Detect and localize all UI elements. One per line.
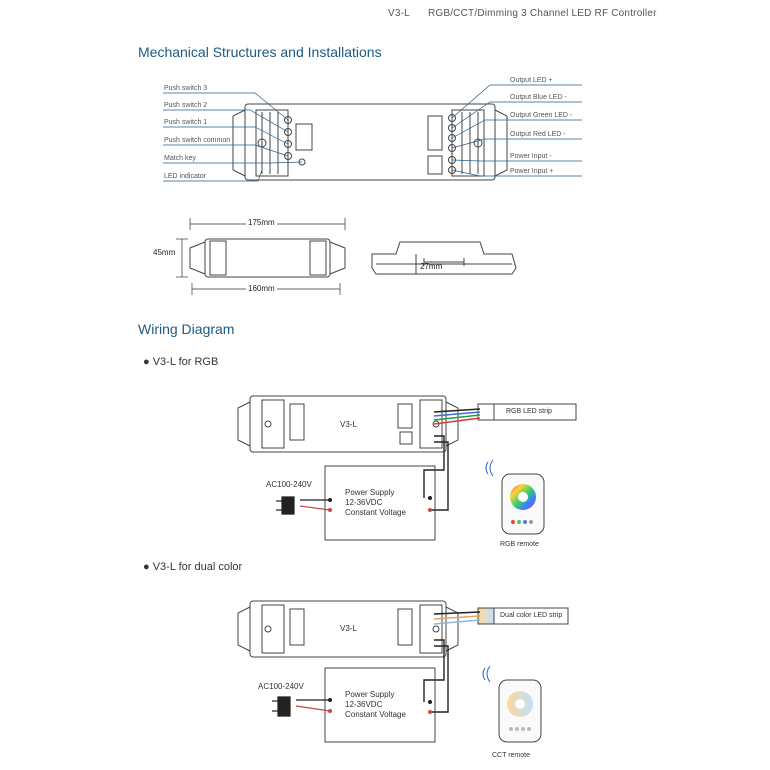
label-power-input-minus: Power Input - — [510, 153, 552, 160]
leader-lines-right — [451, 84, 582, 177]
dual-psu-text: Power Supply 12-36VDC Constant Voltage — [345, 690, 406, 719]
wiring-rgb-controller — [237, 395, 459, 453]
dual-device-label: V3-L — [340, 624, 357, 633]
dim-160: 160mm — [246, 284, 277, 293]
wiring-dual-strip — [477, 607, 569, 625]
wiring-dual-controller — [237, 600, 459, 658]
bullet-rgb: ● V3-L for RGB — [143, 356, 219, 368]
rgb-ac-label: AC100-240V — [266, 480, 312, 489]
controller-top-view — [232, 103, 508, 181]
controller-side-view-1 — [189, 238, 346, 278]
psu-dual-box — [324, 667, 436, 743]
psu-dual-input — [272, 696, 432, 717]
rgb-strip-label: RGB LED strip — [506, 408, 552, 415]
cct-remote-label: CCT remote — [492, 752, 530, 759]
label-led-indicator: LED indicator — [164, 173, 207, 180]
controller-side-view-2 — [371, 241, 517, 275]
label-match-key: Match key — [164, 155, 196, 162]
label-output-green: Output Green LED - — [510, 112, 573, 119]
dim-27: 27mm — [420, 262, 443, 271]
dim-45: 45mm — [153, 248, 176, 257]
rgb-psu-text: Power Supply 12-36VDC Constant Voltage — [345, 488, 406, 517]
label-push-switch-2: Push switch 2 — [164, 102, 208, 109]
dual-ac-label: AC100-240V — [258, 682, 304, 691]
label-output-led-plus: Output LED + — [510, 77, 553, 84]
page-header: V3-L RGB/CCT/Dimming 3 Channel LED RF Con… — [388, 8, 657, 19]
wiring-dual-cables — [423, 611, 481, 713]
wiring-title: Wiring Diagram — [138, 321, 235, 337]
mechanical-title: Mechanical Structures and Installations — [138, 44, 382, 60]
header-model: V3-L — [388, 8, 410, 19]
cct-remote — [482, 665, 542, 743]
label-power-input-plus: Power Input + — [510, 168, 554, 175]
dim-175: 175mm — [246, 218, 277, 227]
bullet-dual: ● V3-L for dual color — [143, 561, 243, 573]
label-output-red: Output Red LED - — [510, 131, 566, 138]
rgb-remote-label: RGB remote — [500, 541, 539, 548]
leader-lines-left — [163, 92, 303, 182]
wiring-rgb-cables — [423, 408, 481, 511]
label-output-blue: Output Blue LED - — [510, 94, 567, 101]
psu-rgb-input — [276, 496, 432, 515]
rgb-device-label: V3-L — [340, 420, 357, 429]
rgb-remote — [485, 459, 545, 535]
psu-rgb-box — [324, 465, 436, 541]
label-push-switch-common: Push switch common — [164, 137, 231, 144]
dual-strip-label: Dual color LED strip — [500, 612, 563, 619]
label-push-switch-3: Push switch 3 — [164, 85, 208, 92]
header-title: RGB/CCT/Dimming 3 Channel LED RF Control… — [427, 8, 657, 19]
label-push-switch-1: Push switch 1 — [164, 119, 208, 126]
